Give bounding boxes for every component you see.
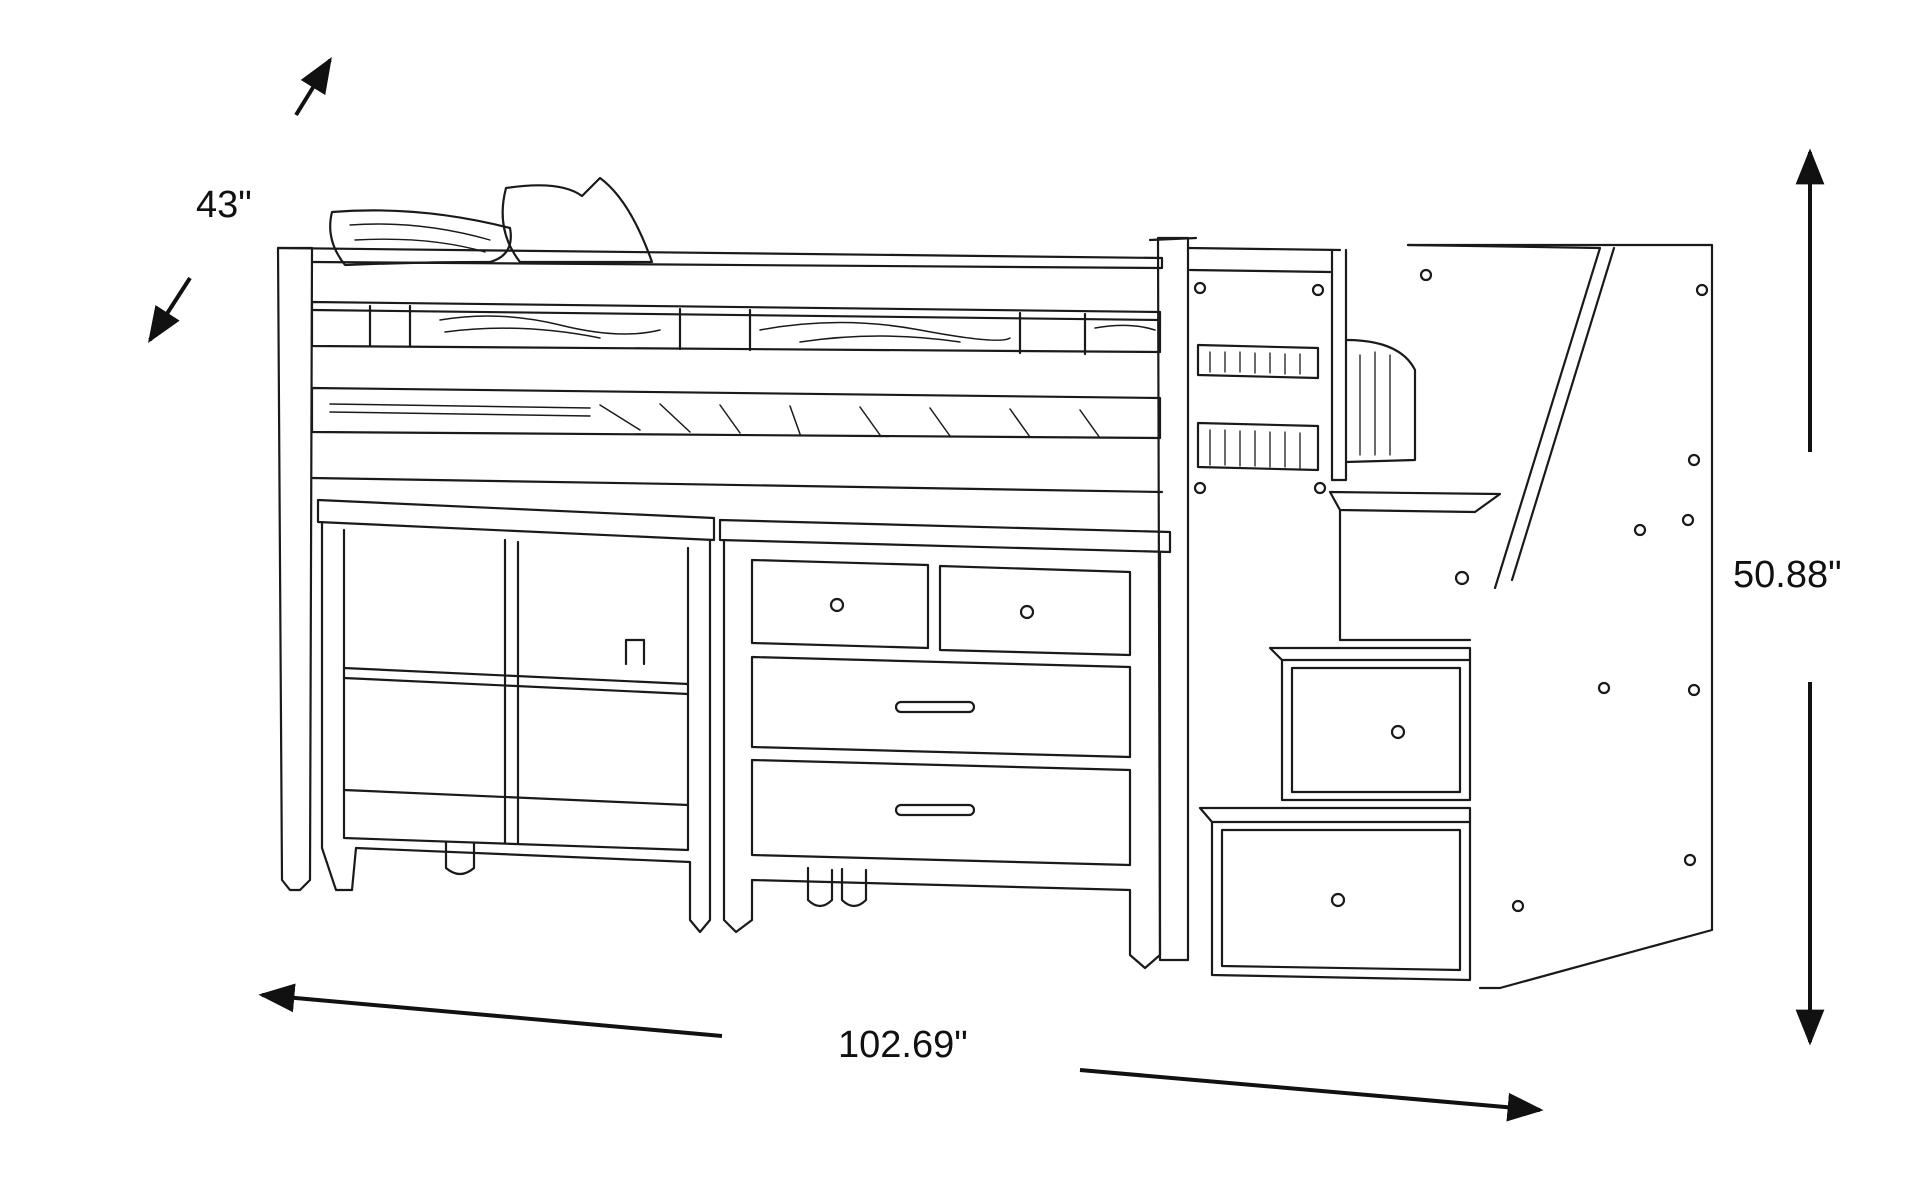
dresser bbox=[718, 518, 1172, 970]
mattress-texture bbox=[329, 315, 1156, 439]
staircase bbox=[1198, 243, 1714, 990]
depth-dimension-label: 43" bbox=[196, 184, 252, 226]
pillows bbox=[329, 176, 654, 267]
depth-arrow-down bbox=[148, 276, 192, 344]
dimension-arrows bbox=[148, 56, 1825, 1122]
bed-frame bbox=[276, 236, 1198, 962]
ladder bbox=[1186, 246, 1417, 495]
bookcase bbox=[316, 498, 716, 934]
width-dimension-label: 102.69" bbox=[838, 1024, 968, 1066]
height-dimension-label: 50.88" bbox=[1733, 554, 1842, 596]
width-arrow-left bbox=[258, 983, 723, 1038]
depth-arrow-up bbox=[294, 56, 332, 117]
width-arrow-right bbox=[1079, 1068, 1544, 1122]
